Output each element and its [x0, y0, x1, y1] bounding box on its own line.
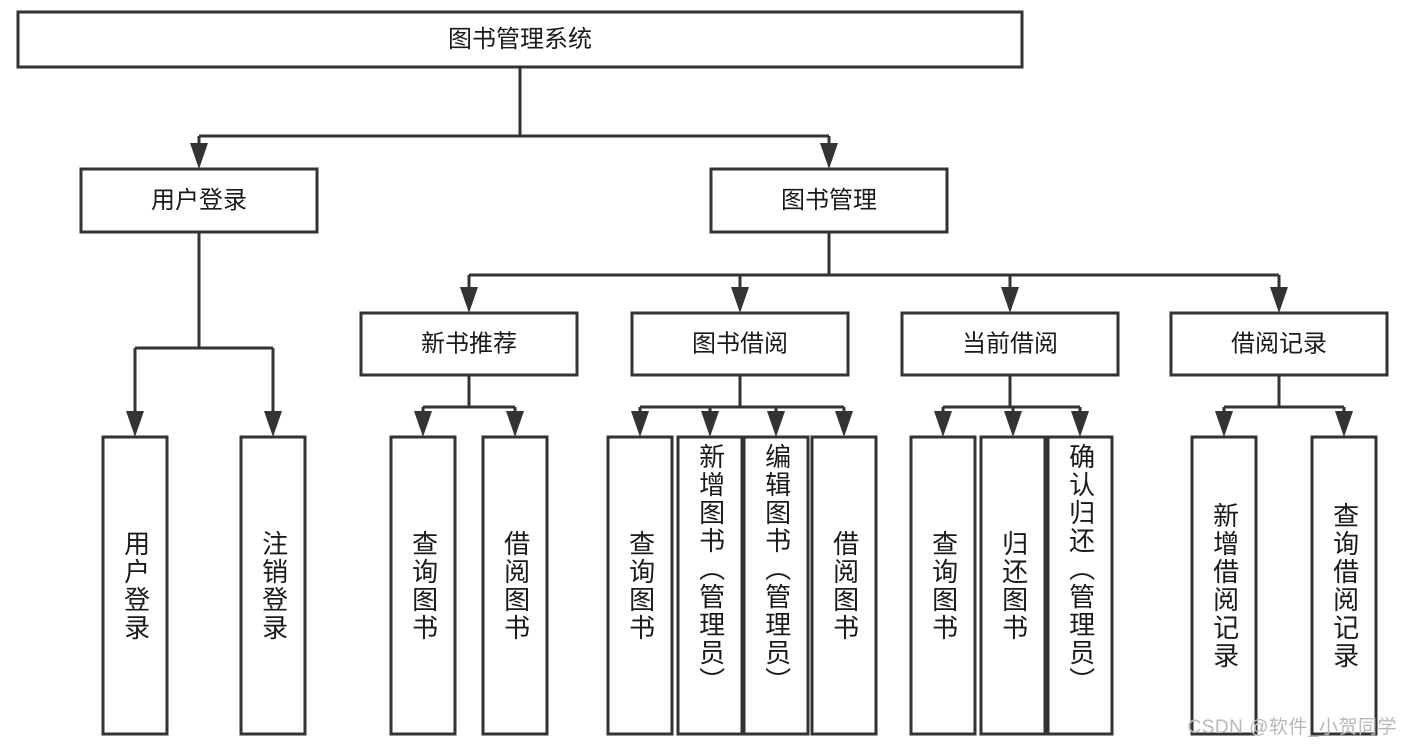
- leaf-node-查询借阅记录[interactable]: [1310, 435, 1378, 736]
- leaf-node-查询图书[interactable]: [909, 435, 977, 736]
- node-label: 图书管理: [781, 187, 877, 214]
- leaf-box[interactable]: [481, 435, 549, 736]
- arrow-head-icon: [1335, 411, 1353, 437]
- leaf-box[interactable]: [742, 435, 810, 736]
- leaf-node-借阅图书[interactable]: [810, 435, 878, 736]
- arrow-head-icon: [1215, 411, 1233, 437]
- leaf-node-用户登录[interactable]: [101, 435, 169, 736]
- node-level3-新书推荐[interactable]: 新书推荐: [359, 311, 579, 377]
- node-label: 图书借阅: [692, 330, 788, 357]
- arrow-head-icon: [1001, 287, 1019, 313]
- arrow-head-icon: [631, 411, 649, 437]
- leaf-node-借阅图书[interactable]: [481, 435, 549, 736]
- arrow-head-icon: [1004, 411, 1022, 437]
- arrow-head-icon: [190, 143, 208, 169]
- node-level3-借阅记录[interactable]: 借阅记录: [1169, 311, 1389, 377]
- leaf-box[interactable]: [979, 435, 1047, 736]
- node-box[interactable]: [359, 311, 579, 377]
- arrow-head-icon: [835, 411, 853, 437]
- arrow-head-icon: [126, 411, 144, 437]
- leaf-node-新增图书（管理员）[interactable]: [676, 435, 744, 736]
- node-level3-当前借阅[interactable]: 当前借阅: [900, 311, 1120, 377]
- node-box[interactable]: [900, 311, 1120, 377]
- arrow-head-icon: [701, 411, 719, 437]
- arrow-head-icon: [460, 287, 478, 313]
- leaf-box[interactable]: [676, 435, 744, 736]
- arrow-head-icon: [264, 411, 282, 437]
- node-level3-图书借阅[interactable]: 图书借阅: [630, 311, 850, 377]
- leaf-node-查询图书[interactable]: [606, 435, 674, 736]
- node-label: 当前借阅: [962, 330, 1058, 357]
- node-root-图书管理系统[interactable]: 图书管理系统: [16, 10, 1024, 69]
- node-box[interactable]: [16, 10, 1024, 69]
- leaf-box[interactable]: [810, 435, 878, 736]
- node-label: 借阅记录: [1231, 330, 1327, 357]
- node-box[interactable]: [1169, 311, 1389, 377]
- leaf-box[interactable]: [606, 435, 674, 736]
- arrow-head-icon: [1071, 411, 1089, 437]
- arrow-head-icon: [934, 411, 952, 437]
- leaf-box[interactable]: [101, 435, 169, 736]
- arrow-head-icon: [1270, 287, 1288, 313]
- node-level2-图书管理[interactable]: 图书管理: [709, 167, 949, 234]
- leaf-node-编辑图书（管理员）[interactable]: [742, 435, 810, 736]
- leaf-box[interactable]: [389, 435, 457, 736]
- leaf-box[interactable]: [239, 435, 307, 736]
- node-label: 用户登录: [151, 187, 247, 214]
- node-box[interactable]: [630, 311, 850, 377]
- leaf-node-查询图书[interactable]: [389, 435, 457, 736]
- connector-lines-layer: [126, 67, 1353, 437]
- arrow-head-icon: [820, 143, 838, 169]
- leaf-node-确认归还（管理员）[interactable]: [1046, 435, 1114, 736]
- node-label: 新书推荐: [421, 330, 517, 357]
- leaf-box[interactable]: [1310, 435, 1378, 736]
- leaf-box[interactable]: [1190, 435, 1258, 736]
- node-box[interactable]: [79, 167, 319, 234]
- arrow-head-icon: [731, 287, 749, 313]
- arrow-head-icon: [767, 411, 785, 437]
- arrow-head-icon: [506, 411, 524, 437]
- leaf-node-归还图书[interactable]: [979, 435, 1047, 736]
- arrow-head-icon: [414, 411, 432, 437]
- node-label: 图书管理系统: [448, 26, 592, 53]
- node-level2-用户登录[interactable]: 用户登录: [79, 167, 319, 234]
- leaf-node-新增借阅记录[interactable]: [1190, 435, 1258, 736]
- leaf-box[interactable]: [909, 435, 977, 736]
- leaf-box[interactable]: [1046, 435, 1114, 736]
- node-box[interactable]: [709, 167, 949, 234]
- leaf-node-注销登录[interactable]: [239, 435, 307, 736]
